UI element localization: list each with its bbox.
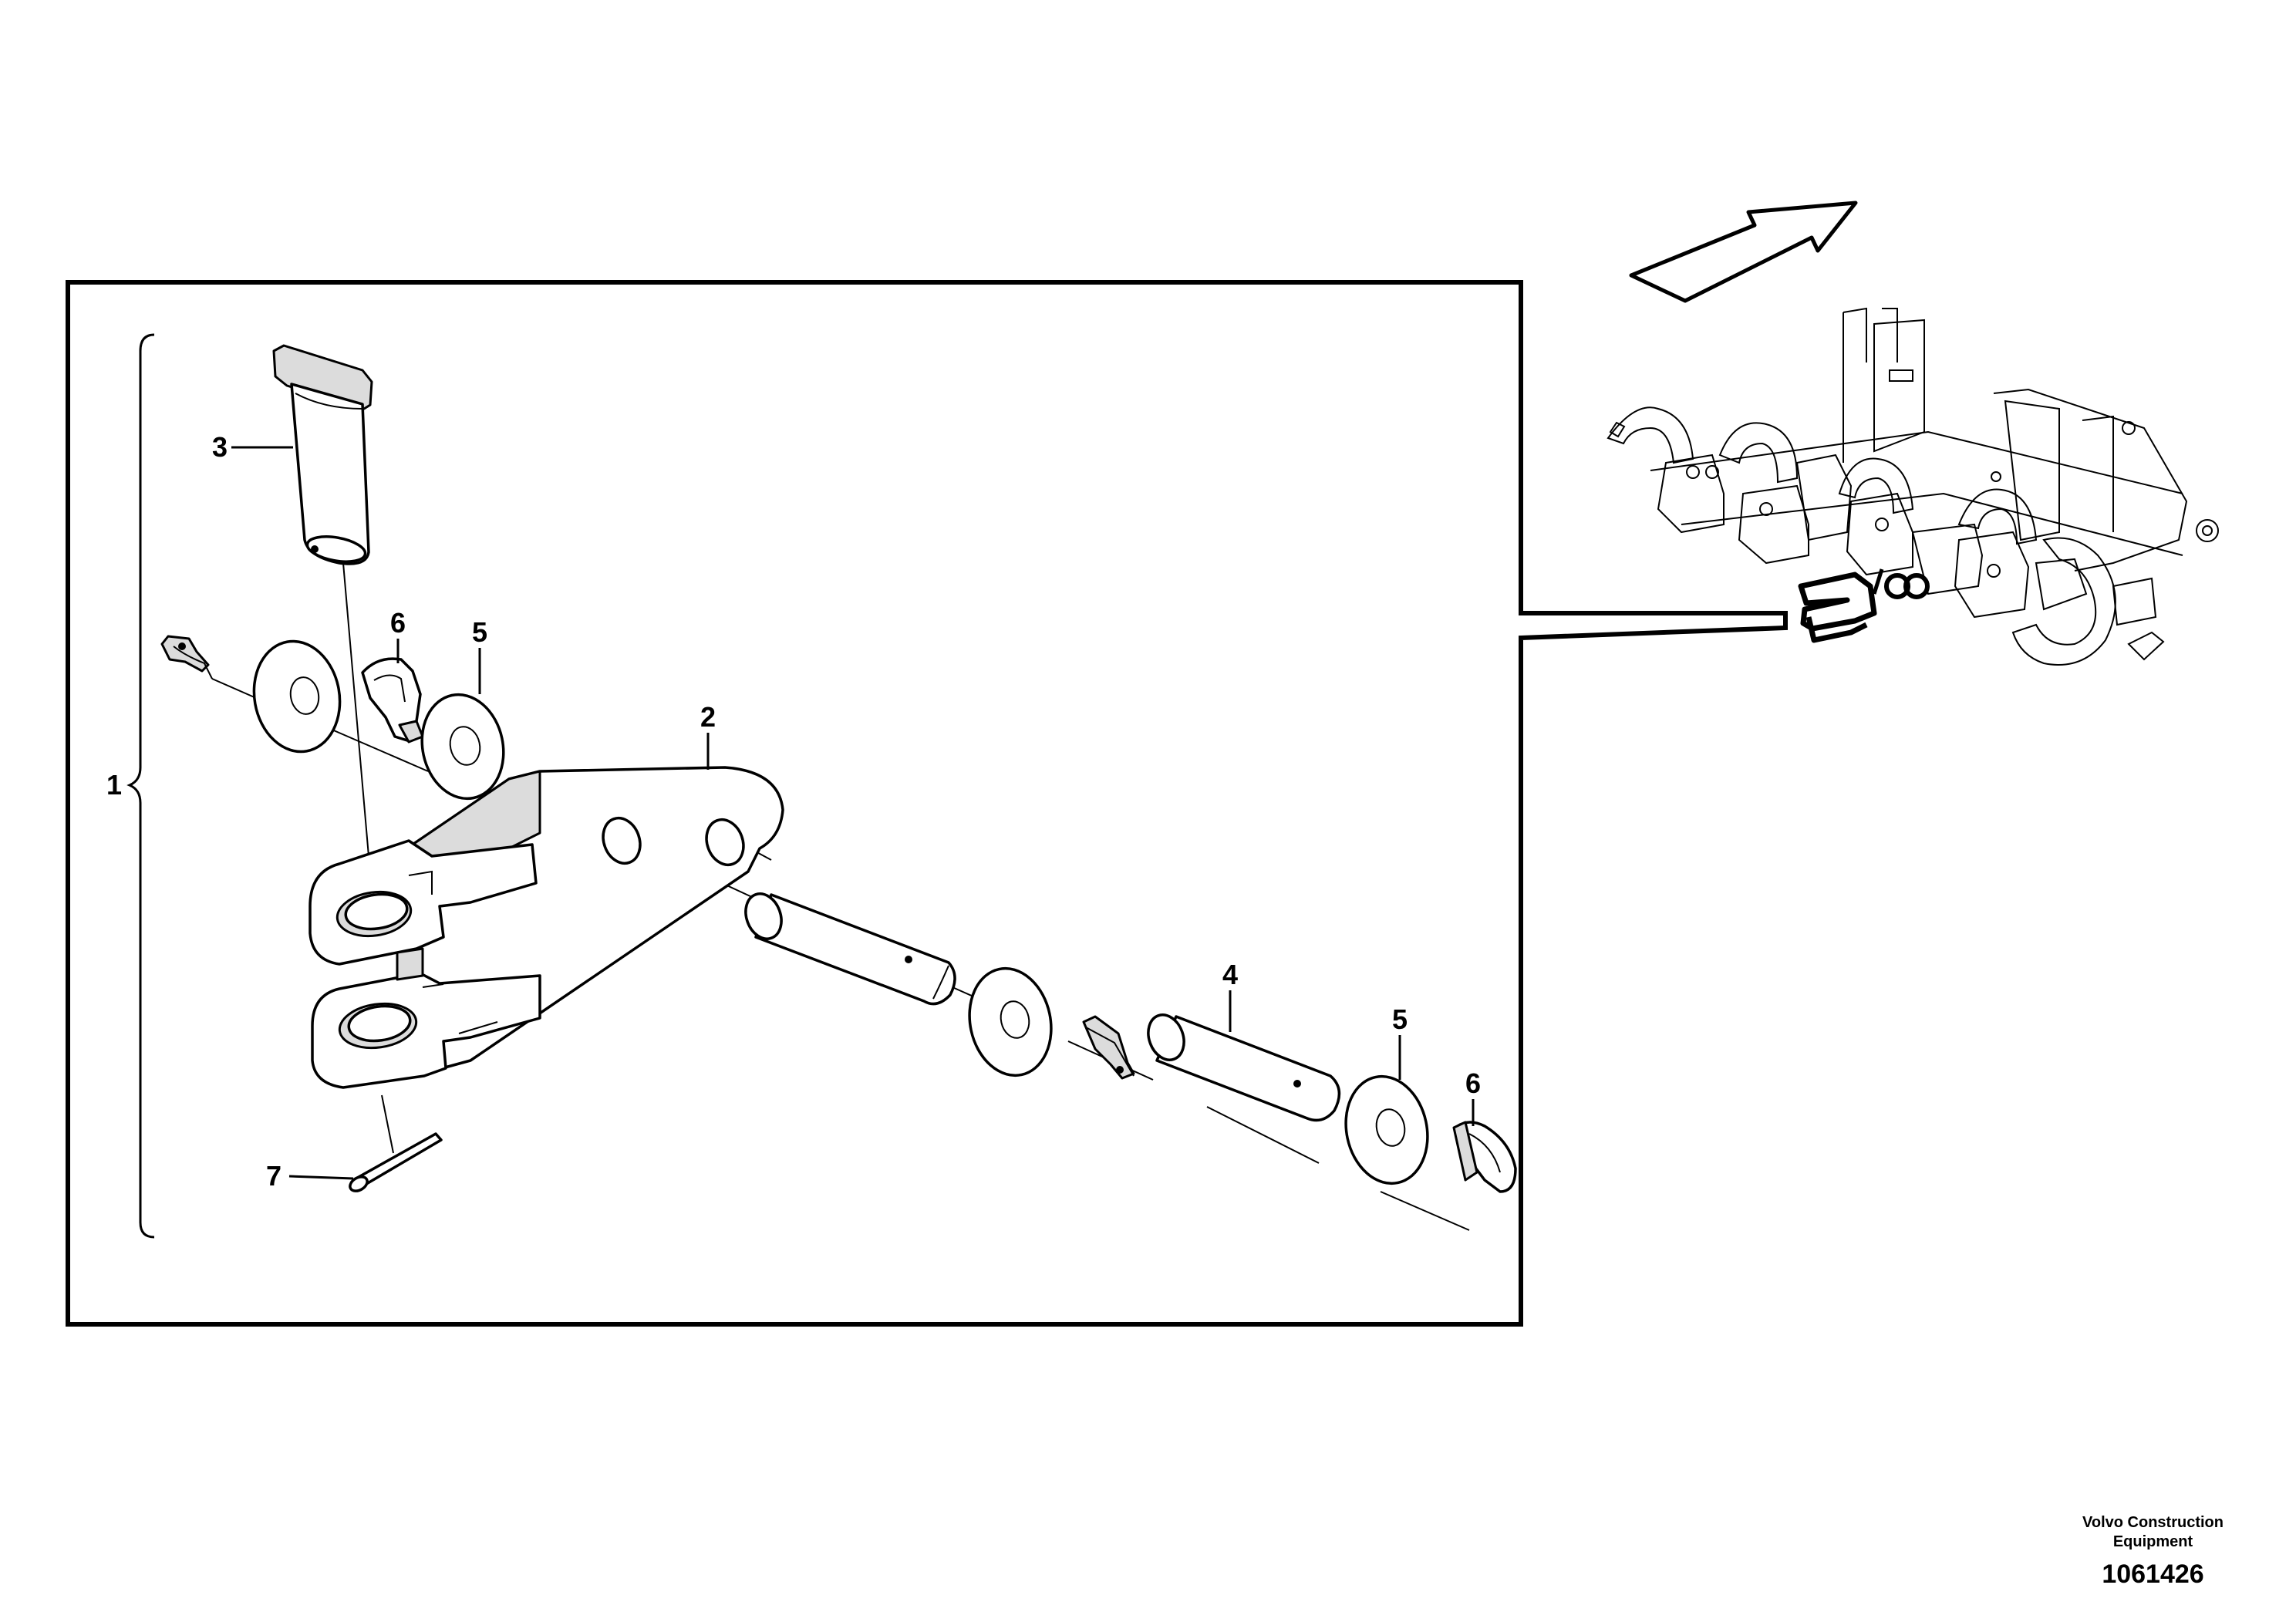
callout-5-lower: 5 bbox=[1392, 1003, 1408, 1035]
part-5-washer-lower bbox=[1344, 1074, 1429, 1185]
callout-1: 1 bbox=[106, 769, 122, 801]
leader-7 bbox=[288, 1175, 354, 1180]
part-5-washer-upper bbox=[420, 693, 505, 801]
part-washer-upper-left bbox=[252, 639, 342, 754]
credit-line-1: Volvo Construction bbox=[2082, 1514, 2224, 1531]
part-7-split-pin bbox=[349, 1132, 443, 1192]
machine-overview-illustration bbox=[1607, 307, 2219, 666]
part-pin-middle bbox=[744, 892, 956, 1006]
group-bracket bbox=[126, 333, 155, 1239]
axis-line-pin3 bbox=[342, 562, 394, 1154]
callout-4: 4 bbox=[1222, 959, 1238, 990]
part-2-bracket bbox=[308, 766, 784, 1089]
part-washer-middle bbox=[968, 966, 1053, 1077]
part-lockpin-middle bbox=[1082, 1015, 1135, 1080]
illustration-number: 1061426 bbox=[2102, 1560, 2204, 1589]
publisher-credit: Volvo Construction Equipment 1061426 bbox=[2082, 1513, 2224, 1590]
credit-line-2: Equipment bbox=[2112, 1533, 2193, 1550]
callout-5-upper: 5 bbox=[472, 616, 487, 648]
detail-frame bbox=[66, 280, 1788, 1327]
part-lockpin-left bbox=[160, 635, 213, 679]
callout-6-upper: 6 bbox=[390, 607, 406, 639]
callout-2: 2 bbox=[700, 701, 716, 733]
callout-6-lower: 6 bbox=[1465, 1067, 1481, 1099]
part-3-pin bbox=[272, 344, 373, 565]
callout-7: 7 bbox=[266, 1160, 282, 1192]
part-6-clip-upper bbox=[361, 657, 424, 744]
callout-3: 3 bbox=[212, 431, 228, 463]
part-6-clip-lower bbox=[1452, 1121, 1517, 1193]
direction-arrow-icon bbox=[1629, 201, 1858, 303]
part-4-pin bbox=[1147, 1013, 1341, 1122]
